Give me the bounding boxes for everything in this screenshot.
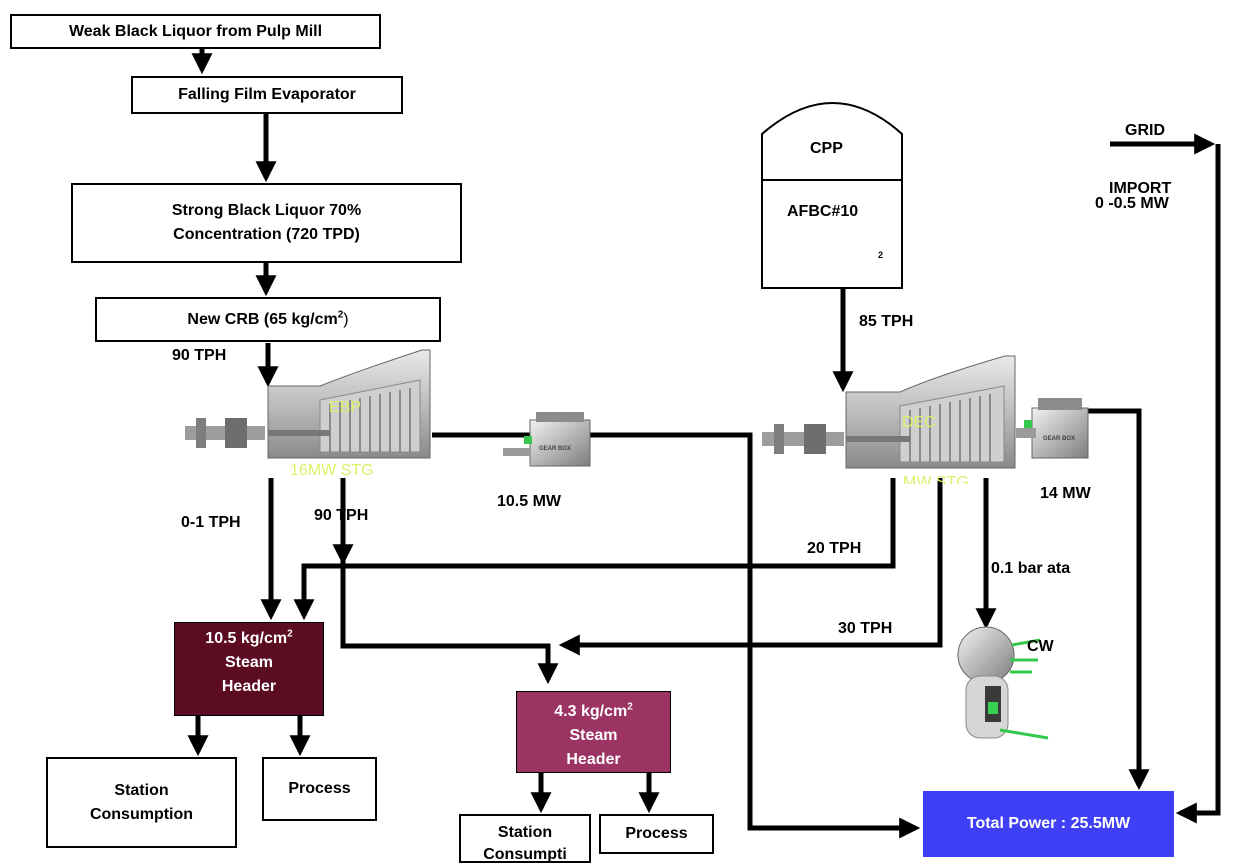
source-box: Weak Black Liquor from Pulp Mill [10, 14, 381, 49]
total-power-box: Total Power : 25.5MW [923, 791, 1174, 857]
ebp-gearbox-tag: GEAR BOX [539, 446, 572, 452]
grid-title: GRID [1125, 122, 1165, 139]
line-dec-power-to-total [1073, 408, 1150, 791]
dec-turbine-graphic [762, 355, 1016, 469]
lp-header-header: Header [566, 751, 621, 768]
ebp-turbine-tag: EBP [329, 399, 362, 416]
line-ebp-power-to-total [432, 432, 921, 839]
lp-process-box: Process [599, 814, 714, 854]
hp-header-header: Header [221, 678, 277, 695]
hp-process-box: Process [262, 757, 377, 821]
line-dec-bleed-30-to-lp-line [558, 478, 943, 656]
crb-label: New CRB (65 kg/cm2) [187, 309, 349, 328]
dec-gearbox-graphic [1016, 398, 1089, 459]
lp-header-pressure: 4.3 kg/cm2 [554, 701, 633, 720]
lp-station-line1: Station [497, 824, 553, 841]
total-power-label: Total Power : 25.5MW [966, 815, 1131, 832]
flow-dec-bleed-30: 30 TPH [838, 620, 893, 637]
lp-steam-header: 4.3 kg/cm2 Steam Header [516, 691, 671, 773]
flow-condenser-pressure: 0.1 bar ata [991, 560, 1071, 577]
hp-station-line2: Consumption [89, 805, 194, 823]
line-ebp-exhaust-to-lp-header [340, 561, 559, 685]
evaporator-box: Falling Film Evaporator [131, 76, 403, 114]
flow-stg-bleed-1: 0-1 TPH [181, 514, 241, 531]
crb-box: New CRB (65 kg/cm2) [95, 297, 441, 342]
condenser-graphic [957, 626, 1049, 740]
cpp-footnote: 2 [878, 250, 884, 260]
strong-liquor-line2: Concentration (720 TPD) [173, 226, 360, 243]
hp-header-steam: Steam [224, 654, 274, 671]
lp-header-steam: Steam [569, 727, 618, 744]
lp-station-line2: Consumpti [483, 846, 567, 863]
dec-turbine-tag: DEC [902, 414, 936, 431]
grid-import-value: 0 -0.5 MW [1095, 195, 1169, 212]
lp-process-label: Process [625, 825, 688, 842]
source-label: Weak Black Liquor from Pulp Mill [68, 22, 323, 40]
ebp-gearbox-graphic [503, 412, 591, 467]
line-grid-to-total [1175, 144, 1221, 824]
line-dec-bleed-20-to-hp-header [293, 478, 896, 621]
hp-process-label: Process [288, 780, 351, 797]
cpp-title: CPP [810, 140, 843, 157]
strong-liquor-line1: Strong Black Liquor 70% [171, 202, 362, 219]
cpp-boiler-outline [761, 102, 903, 289]
hp-station-line1: Station [114, 781, 169, 799]
hp-header-pressure: 10.5 kg/cm2 [205, 628, 293, 647]
evaporator-label: Falling Film Evaporator [178, 86, 356, 103]
dec-gearbox-tag: GEAR BOX [1043, 436, 1076, 442]
flow-stg-exhaust: 90 TPH [314, 507, 369, 524]
ebp-power-output: 10.5 MW [497, 493, 562, 510]
hp-steam-header: 10.5 kg/cm2 Steam Header [174, 622, 324, 716]
dec-turbine-caption: MW STG [903, 474, 969, 484]
grid-import-label: IMPORT [1109, 180, 1172, 197]
hp-station-consumption-box: Station Consumption [46, 757, 237, 848]
lp-station-consumption-box: Station Consumpti [459, 814, 591, 863]
cpp-boiler-label: AFBC#10 [787, 203, 859, 220]
flow-dec-bleed-20: 20 TPH [807, 540, 862, 557]
ebp-turbine-graphic [185, 349, 431, 459]
flow-cpp-to-dec: 85 TPH [859, 313, 914, 330]
strong-liquor-box: Strong Black Liquor 70% Concentration (7… [71, 183, 462, 263]
ebp-turbine-caption: 16MW STG [290, 462, 374, 479]
condenser-label: CW [1027, 638, 1054, 655]
flow-crb-to-stg: 90 TPH [172, 347, 227, 364]
dec-power-output: 14 MW [1040, 485, 1091, 502]
